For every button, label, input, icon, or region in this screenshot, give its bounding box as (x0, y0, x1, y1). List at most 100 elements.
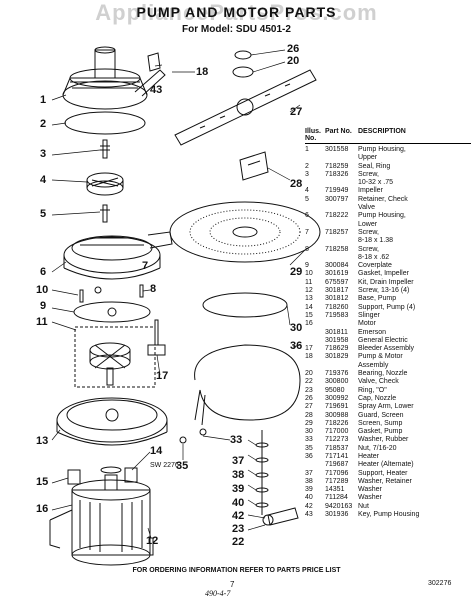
table-row: 6 718222 Pump Housing, (305, 212, 471, 220)
row-illus-no: 22 (305, 378, 313, 386)
motor (49, 474, 151, 566)
model-number: For Model: SDU 4501-2 (182, 24, 291, 35)
row-part-no: 301936 (325, 511, 349, 519)
row-illus-no: 26 (305, 394, 313, 402)
row-illus-no: 8 (305, 245, 309, 253)
row-illus-no (305, 204, 325, 212)
row-part-no: 718259 (325, 162, 349, 170)
col-illus-no: Illus. No. (305, 128, 321, 142)
row-description: Upper (358, 154, 378, 162)
row-illus-no (305, 154, 325, 162)
sump-screen (169, 201, 321, 263)
row-part-no: 14351 (325, 486, 345, 494)
row-part-no (325, 362, 358, 370)
handwritten-note: 490-4-7 (205, 589, 231, 598)
row-part-no: 718260 (325, 303, 349, 311)
leader-lines-left (51, 64, 195, 539)
row-illus-no: 12 (305, 287, 313, 295)
callout-39: 39 (232, 483, 245, 495)
row-description: Screen, Sump (358, 419, 403, 427)
slinger (100, 466, 122, 474)
row-description: Guard, Screen (358, 411, 404, 419)
row-illus-no: 7 (305, 228, 309, 236)
nozzle-bearing (232, 66, 254, 78)
row-part-no (325, 179, 358, 187)
screws-7-8 (79, 284, 144, 303)
row-illus-no (305, 461, 325, 469)
row-illus-no (305, 337, 325, 345)
row-description: Pump Housing, (358, 212, 406, 220)
row-part-no: 717141 (325, 452, 349, 460)
parts-table-header: Illus. No. Part No. DESCRIPTION (305, 128, 471, 144)
row-part-no: 718258 (325, 245, 349, 253)
row-illus-no: 13 (305, 295, 313, 303)
row-description: Screw, (358, 228, 380, 236)
screen-guard (239, 151, 269, 181)
row-description: Heater (Alternate) (358, 461, 414, 469)
row-part-no (325, 237, 358, 245)
row-part-no: 718222 (325, 212, 349, 220)
screw-12 (149, 537, 154, 556)
row-part-no: 301812 (325, 295, 349, 303)
row-part-no (325, 154, 358, 162)
callout-9: 9 (40, 300, 47, 312)
watermark: AppliancePartsPros.com (95, 0, 378, 25)
row-illus-no: 17 (305, 345, 313, 353)
callout-27: 27 (290, 106, 303, 118)
row-description: Nut, 7/16-20 (358, 444, 397, 452)
row-illus-no: 18 (305, 353, 313, 361)
page-number: 7 (230, 580, 235, 589)
row-illus-no (305, 221, 325, 229)
col-part-no: Part No. (325, 128, 352, 135)
row-illus-no: 40 (305, 494, 313, 502)
row-part-no: 301811 (325, 328, 348, 336)
row-description: Base, Pump (358, 295, 397, 303)
callout-26: 26 (287, 43, 300, 55)
upper-pump-housing (62, 46, 166, 110)
row-illus-no: 16 (305, 320, 313, 328)
row-illus-no: 6 (305, 212, 309, 220)
callout-22: 22 (232, 536, 245, 548)
row-illus-no: 20 (305, 370, 313, 378)
callout-1: 1 (40, 94, 47, 106)
row-description: Ring, "O" (358, 386, 387, 394)
table-row: 8-18 x .62 (305, 254, 471, 262)
callout-30: 30 (290, 322, 303, 334)
bleeder-assembly (147, 319, 166, 356)
row-illus-no: 23 (305, 386, 313, 394)
callout-5: 5 (40, 208, 47, 220)
row-description: Nut (358, 502, 369, 510)
row-illus-no (305, 329, 325, 337)
row-illus-no: 14 (305, 303, 313, 311)
table-row: 301811 Emerson (305, 329, 471, 337)
screw-3 (100, 139, 110, 159)
row-illus-no: 33 (305, 436, 313, 444)
row-part-no: 718326 (325, 170, 349, 178)
row-description: Screw, 13-16 (4) (358, 287, 410, 295)
row-part-no: 301829 (325, 353, 349, 361)
row-part-no: 301619 (325, 270, 349, 278)
impeller (86, 172, 124, 196)
row-description: Washer, Retainer (358, 477, 412, 485)
row-illus-no: 15 (305, 311, 313, 319)
row-illus-no: 30 (305, 428, 313, 436)
row-part-no: 300797 (325, 195, 349, 203)
seal-ring (64, 111, 146, 135)
callout-14: 14 (150, 445, 163, 457)
callout-17: 17 (156, 370, 169, 382)
row-description: Emerson (358, 328, 387, 336)
row-part-no: 717000 (325, 428, 349, 436)
ordering-note: FOR ORDERING INFORMATION REFER TO PARTS … (132, 567, 341, 574)
row-description: 8-18 x 1.38 (358, 237, 394, 245)
